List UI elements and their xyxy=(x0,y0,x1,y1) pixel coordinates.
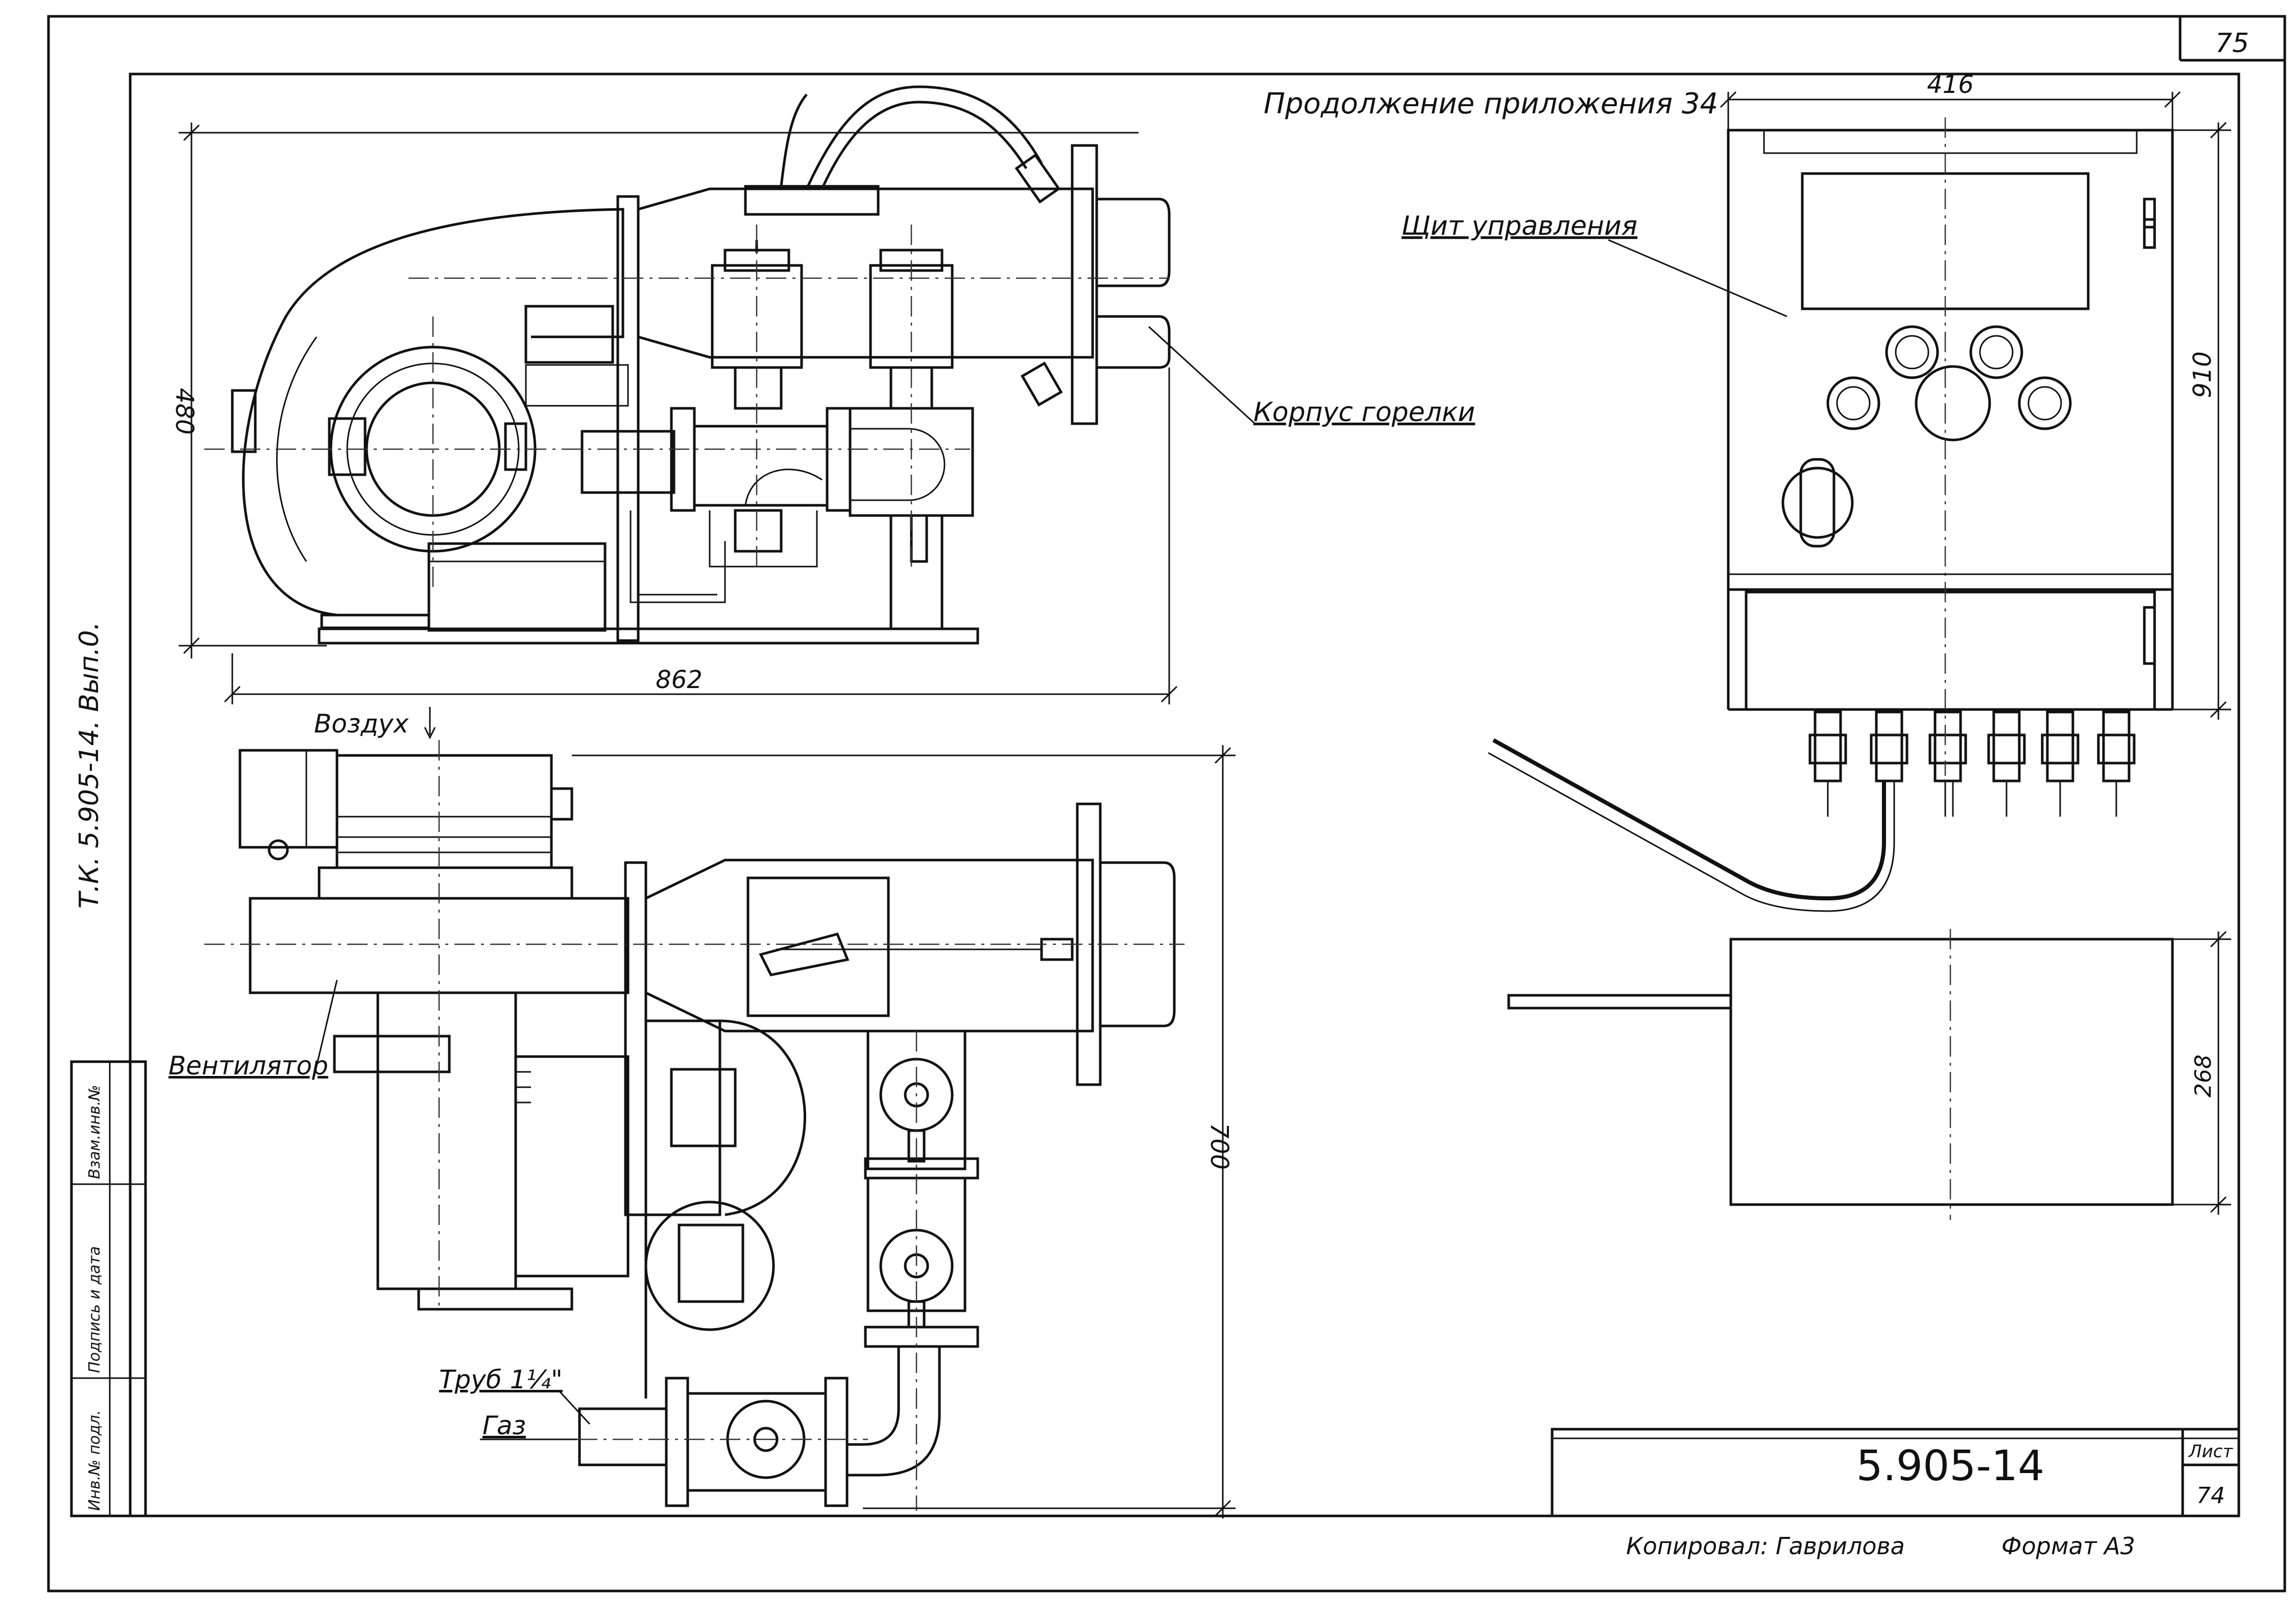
sheet-format: Формат А3 xyxy=(2001,1532,2135,1560)
dim-box-height: 268 xyxy=(2190,1055,2216,1097)
copied-by: Копировал: Гаврилова xyxy=(1626,1532,1905,1560)
cable-glands xyxy=(1808,710,2136,817)
label-pipe: Труб 1¼" xyxy=(439,1365,563,1394)
margin-field-signature: Подпись и дата xyxy=(86,1246,104,1374)
margin-field-replacement: Взам.инв.№ xyxy=(86,1085,104,1179)
label-gas: Газ xyxy=(482,1411,526,1440)
label-control-panel: Щит управления xyxy=(1401,211,1637,241)
sheet-label: Лист xyxy=(2188,1441,2233,1462)
dim-panel-width: 416 xyxy=(1927,70,1974,99)
plan-dimensions: 700 xyxy=(572,745,1236,1518)
label-burner-body: Корпус горелки xyxy=(1253,397,1475,428)
dim-plan-width: 700 xyxy=(1205,1123,1234,1170)
panel-dimensions: 416 910 xyxy=(1720,70,2231,720)
side-code: Т.К. 5.905-14. Вып.0. xyxy=(74,622,105,909)
label-fan: Вентилятор xyxy=(168,1051,328,1081)
page-number: 75 xyxy=(2215,28,2249,59)
sheet-frame: 75 xyxy=(47,15,2286,1592)
dim-panel-height: 910 xyxy=(2188,351,2217,398)
burner-plan-view xyxy=(204,740,1185,1511)
burner-side-view xyxy=(204,85,1171,645)
continuation-title: Продолжение приложения 34 xyxy=(1264,87,1718,120)
dim-burner-height: 480 xyxy=(170,388,199,435)
label-air: Воздух xyxy=(314,709,409,739)
burner-side-dimensions: 480 862 xyxy=(170,122,1178,704)
terminal-box-drawing: 268 xyxy=(1507,929,2231,1220)
control-panel-drawing xyxy=(1488,117,2174,912)
title-block: 5.905-14 Лист 74 Копировал: Гаврилова Фо… xyxy=(1551,1428,2240,1560)
stamp-code: 5.905-14 xyxy=(1856,1442,2045,1490)
leader-labels: Щит управления Корпус горелки Воздух Вен… xyxy=(168,211,1787,1440)
margin-stamp: Взам.инв.№ Подпись и дата Инв.№ подл. xyxy=(70,1060,147,1517)
margin-field-inventory: Инв.№ подл. xyxy=(86,1410,104,1511)
dim-burner-length: 862 xyxy=(656,666,703,694)
sheet-number: 74 xyxy=(2196,1483,2225,1509)
